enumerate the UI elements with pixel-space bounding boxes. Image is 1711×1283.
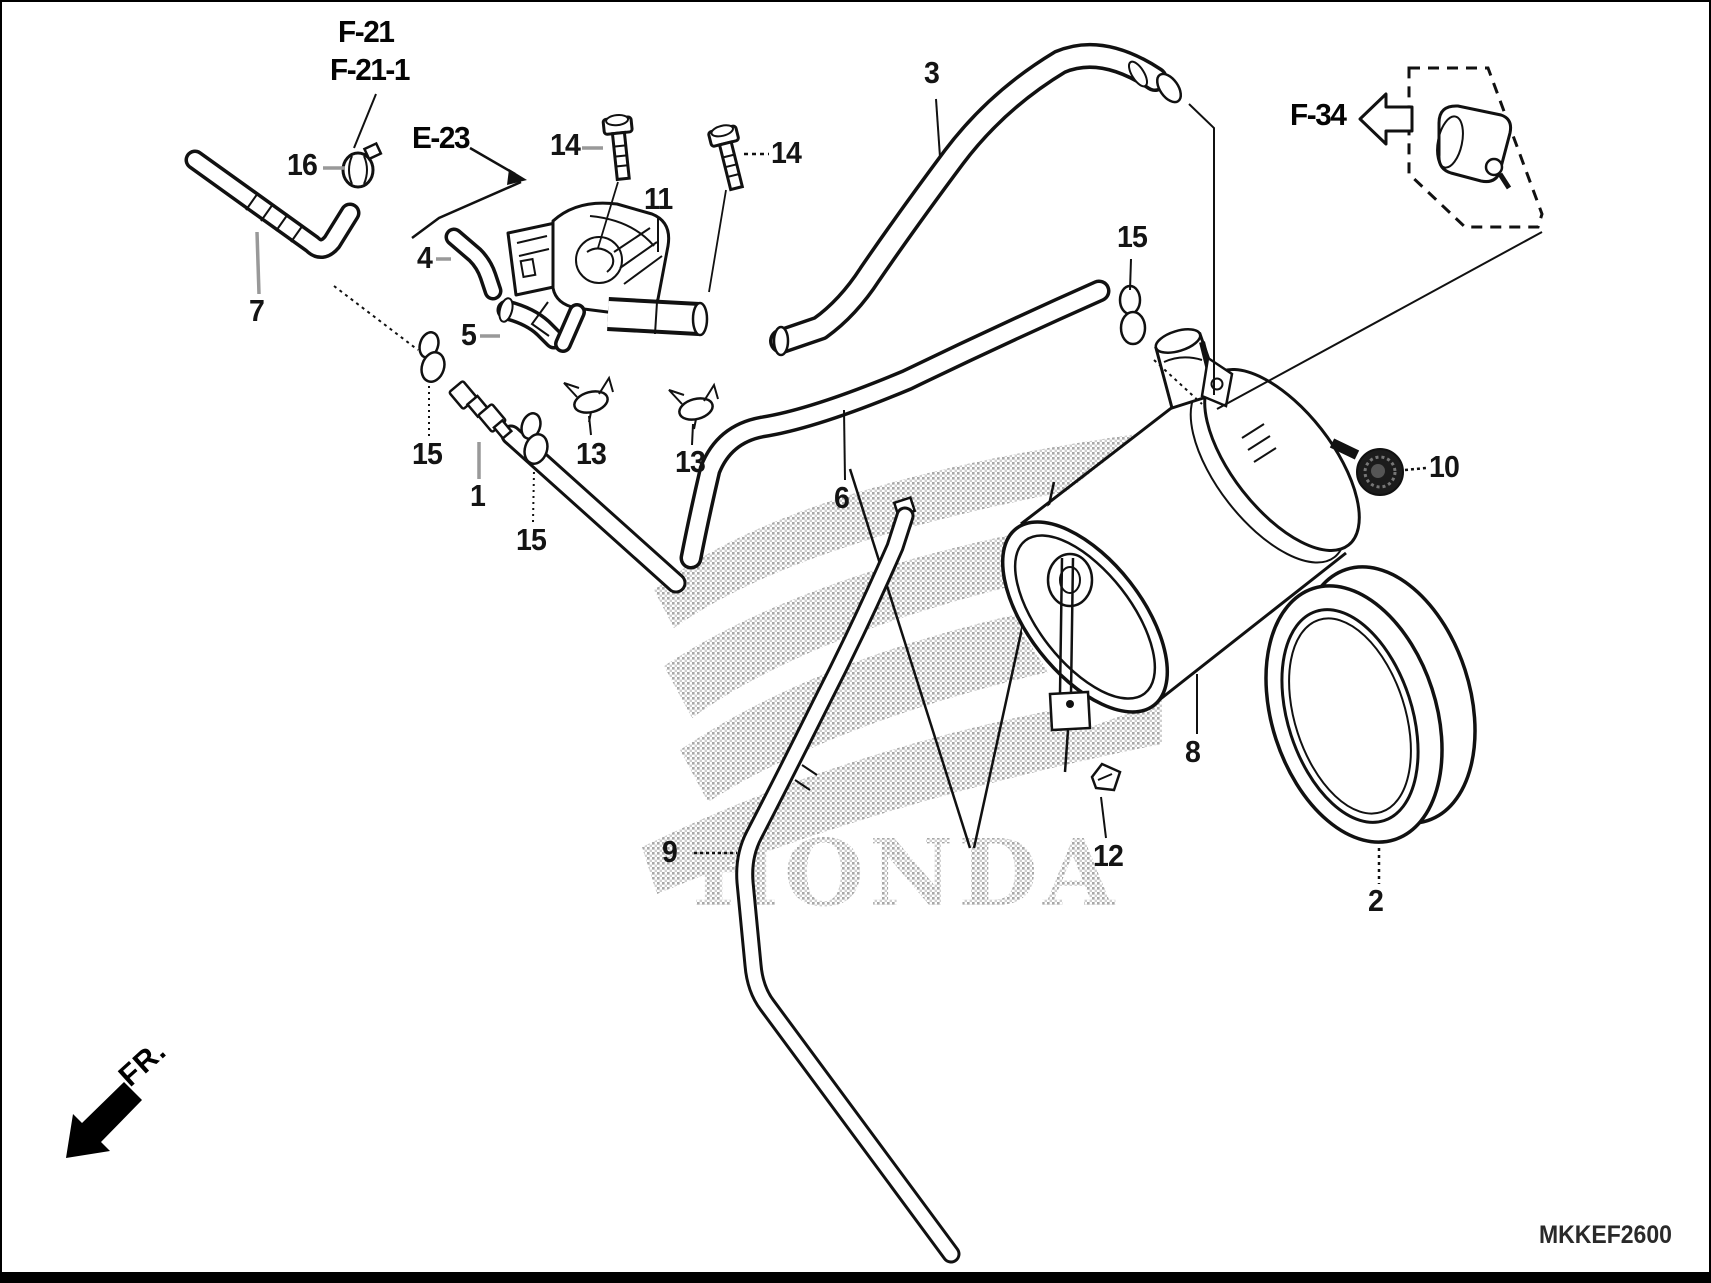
clamp-15-mid-drawing [520,412,549,465]
bottom-border-bar [2,1272,1709,1281]
band-2-drawing [1264,565,1477,844]
callout-15-right[interactable]: 15 [1117,219,1148,254]
e23-arrow [411,146,527,240]
elbow-4-drawing [444,227,503,301]
ref-label-f34[interactable]: F-34 [1290,97,1347,132]
callout-7[interactable]: 7 [249,293,265,328]
callout-10[interactable]: 10 [1429,449,1460,484]
callout-9[interactable]: 9 [662,834,678,869]
joint-1-drawing [448,380,514,440]
callout-13-right[interactable]: 13 [675,444,706,479]
clamp-16-drawing [341,141,383,189]
canister-8-drawing [1000,328,1361,773]
callout-14-left[interactable]: 14 [550,127,581,162]
bolt-14-left-drawing [601,114,634,182]
callout-13-left[interactable]: 13 [576,436,607,471]
ref-label-f21-1[interactable]: F-21-1 [330,52,410,87]
leader-lines [255,93,1543,884]
callout-1[interactable]: 1 [470,478,486,513]
callout-12[interactable]: 12 [1093,838,1124,873]
bolt-14-right-drawing [707,124,745,192]
callout-15-left[interactable]: 15 [412,436,443,471]
clamp-13-left-drawing [563,375,614,423]
callout-6[interactable]: 6 [834,480,850,515]
f34-inset-box [1407,66,1544,229]
tube-5-drawing [496,297,565,350]
hose-3-drawing [769,42,1183,357]
hose-9-drawing [735,495,961,1264]
purge-valve-11-drawing [506,201,709,353]
callout-14-right[interactable]: 14 [771,135,802,170]
callout-15-mid[interactable]: 15 [516,522,547,557]
clamp-13-right-drawing [668,382,719,430]
ref-label-f21[interactable]: F-21 [338,14,395,49]
front-direction-arrow-icon [66,1082,142,1158]
callout-11[interactable]: 11 [644,181,673,216]
ref-label-e23[interactable]: E-23 [412,120,471,155]
nut-10-drawing [1356,448,1404,496]
callout-5[interactable]: 5 [461,317,477,352]
callout-8[interactable]: 8 [1185,734,1201,769]
clamp-15-left-drawing [418,331,446,383]
clip-12-drawing [1090,762,1122,792]
f34-arrow-icon [1358,92,1414,146]
clamp-15-right-drawing [1118,284,1147,346]
callout-2[interactable]: 2 [1368,883,1384,918]
hose-7-drawing [184,149,361,259]
callout-16[interactable]: 16 [287,147,318,182]
callout-3[interactable]: 3 [924,55,940,90]
callout-4[interactable]: 4 [417,240,433,275]
hose-6-drawing [679,279,1111,570]
diagram-plate-code: MKKEF2600 [1539,1221,1672,1249]
